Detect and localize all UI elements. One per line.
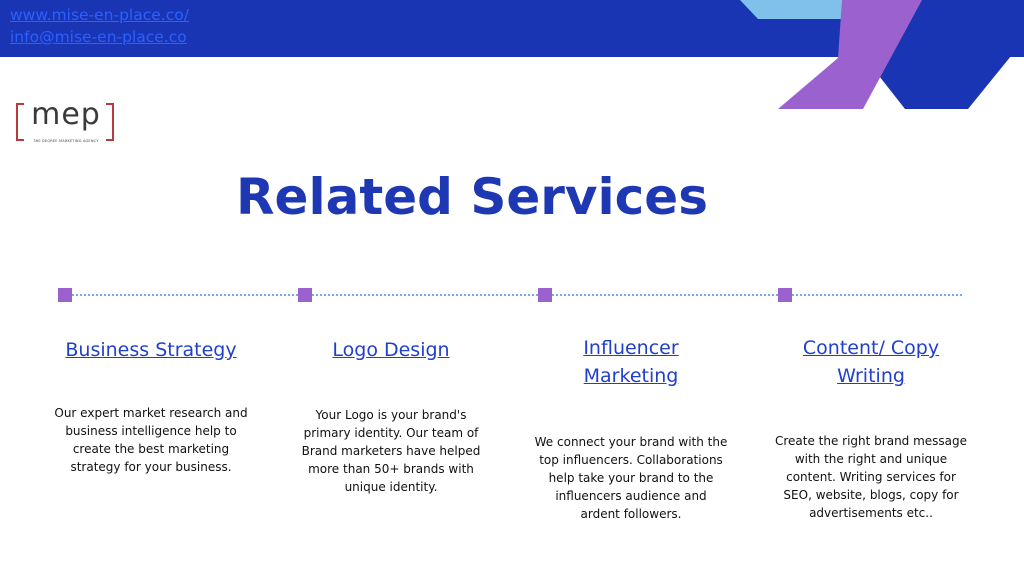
service-title-line: Writing [837,365,905,387]
service-desc-line: Brand marketers have helped [301,444,481,458]
service-description: We connect your brand with the top influ… [521,433,741,523]
service-title-line: Business Strategy [65,339,237,361]
page-title: Related Services [236,168,708,226]
service-description: Your Logo is your brand's primary identi… [281,406,501,496]
service-desc-line: strategy for your business. [70,460,232,474]
timeline-marker [58,288,72,302]
decorative-shapes [740,0,1024,109]
service-desc-line: Your Logo is your brand's [315,408,467,422]
service-title-line: Content/ Copy [802,337,940,359]
service-desc-line: SEO, website, blogs, copy for [783,488,959,502]
logo-tagline: 360 DEGREE MARKETING AGENCY [33,139,99,143]
service-business-strategy: Business Strategy Our expert market rese… [41,336,261,476]
service-desc-line: Create the right brand message [774,434,968,448]
service-logo-design: Logo Design Your Logo is your brand's pr… [281,336,501,496]
service-title-link[interactable]: Content/ Copy Writing [761,334,981,390]
service-desc-line: with the right and unique [794,452,948,466]
service-desc-line: top influencers. Collaborations [539,453,723,467]
service-desc-line: influencers audience and [555,489,707,503]
service-description: Our expert market research and business … [41,404,261,476]
logo-bracket-left [16,103,24,141]
service-desc-line: advertisements etc.. [809,506,933,520]
mep-logo: mep 360 DEGREE MARKETING AGENCY [16,97,116,145]
contact-links: www.mise-en-place.co/ info@mise-en-place… [10,4,189,48]
service-desc-line: business intelligence help to [65,424,237,438]
timeline-marker [538,288,552,302]
service-content-copy-writing: Content/ Copy Writing Create the right b… [761,334,981,522]
service-desc-line: primary identity. Our team of [303,426,479,440]
service-description: Create the right brand message with the … [761,432,981,522]
logo-text: mep [31,97,101,132]
service-title-link[interactable]: Business Strategy [41,336,261,364]
purple-shape [778,0,922,109]
service-title-link[interactable]: Logo Design [281,336,501,364]
service-influencer-marketing: Influencer Marketing We connect your bra… [521,334,741,523]
service-title-line: Logo Design [332,339,450,361]
service-title-link[interactable]: Influencer Marketing [521,334,741,390]
website-link[interactable]: www.mise-en-place.co/ [10,6,189,24]
email-link[interactable]: info@mise-en-place.co [10,28,187,46]
timeline-marker [298,288,312,302]
timeline-marker [778,288,792,302]
timeline-dotted-line [68,294,962,296]
service-desc-line: Our expert market research and [54,406,248,420]
service-title-line: Marketing [583,365,679,387]
service-desc-line: We connect your brand with the [534,435,728,449]
service-desc-line: more than 50+ brands with [308,462,474,476]
logo-bracket-right [106,103,114,141]
service-desc-line: help take your brand to the [548,471,714,485]
service-desc-line: content. Writing services for [786,470,956,484]
service-desc-line: unique identity. [344,480,438,494]
service-desc-line: ardent followers. [580,507,682,521]
service-desc-line: create the best marketing [72,442,230,456]
service-title-line: Influencer [583,337,679,359]
